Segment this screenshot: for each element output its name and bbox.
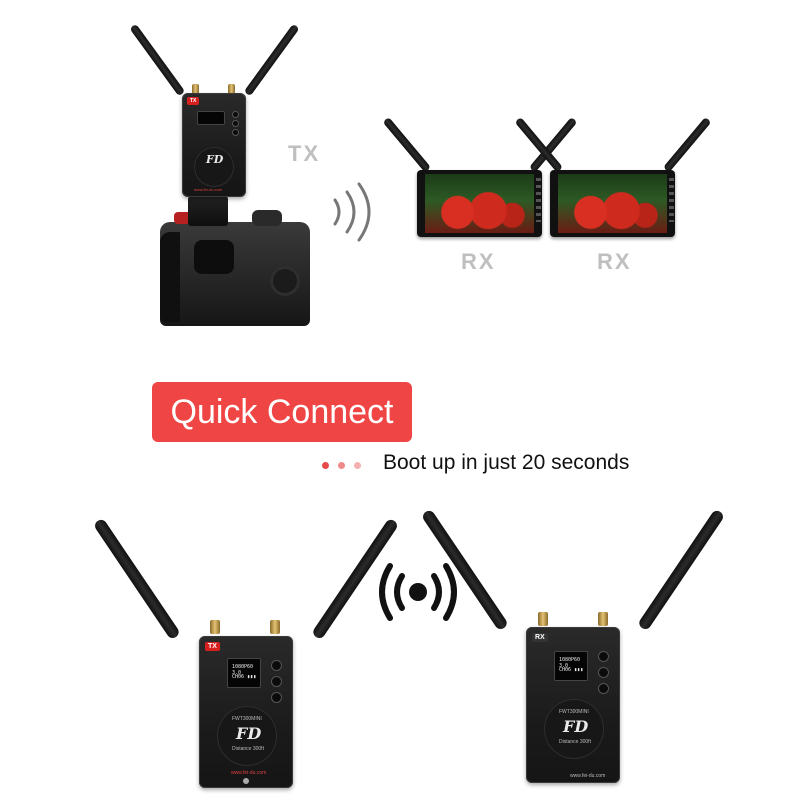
bottom-tx-model: FWT300MINI (232, 716, 262, 722)
broadcast-icon (379, 563, 457, 621)
bottom-rx-model: FWT300MINI (559, 709, 589, 715)
bullet-dot-3 (354, 462, 361, 469)
hotshoe-mount (188, 196, 228, 226)
rx-monitor-left (417, 170, 542, 237)
camera-viewfinder (194, 240, 234, 274)
tx-small-device: TX FD www.fei-du.com (182, 93, 246, 197)
camera-grip (160, 232, 180, 322)
bottom-rx-url: www.fei-du.com (570, 773, 606, 779)
bottom-tx-screw (243, 778, 249, 784)
bottom-tx-button-1[interactable] (271, 660, 282, 671)
monitor-right-buttons (669, 178, 674, 222)
bottom-rx-device: RX 1080P60 3.0 CH06 ▮▮▮ FWT300MINI FD Di… (526, 627, 620, 783)
bullet-dot-2 (338, 462, 345, 469)
tx-small-oled (197, 111, 225, 125)
camera-dial (252, 210, 282, 226)
tx-small-tag: TX (187, 97, 200, 105)
bottom-rx-button-1[interactable] (598, 651, 609, 662)
tx-small-antenna-left (129, 23, 186, 97)
tx-caption: TX (288, 141, 321, 166)
tx-small-connector-left (192, 84, 199, 94)
tx-small-url: www.fei-du.com (194, 187, 223, 192)
quick-connect-title: Quick Connect (170, 392, 394, 431)
bottom-tx-oled: 1080P60 3.0 CH06 ▮▮▮ (227, 658, 261, 688)
bottom-tx-device: TX 1080P60 3.0 CH06 ▮▮▮ FWT300MINI FD Di… (199, 636, 293, 788)
bottom-rx-oled-line1: 1080P60 3.0 (559, 657, 581, 669)
tx-small-button-1[interactable] (232, 111, 239, 118)
bottom-rx-connector-right (598, 612, 608, 626)
bottom-tx-distance: Distance 300ft (232, 746, 264, 752)
bottom-tx-oled-line1: 1080P60 3.0 (232, 664, 254, 676)
bottom-rx-button-2[interactable] (598, 667, 609, 678)
bottom-tx-badge (217, 706, 277, 766)
tx-small-button-2[interactable] (232, 120, 239, 127)
monitor-right-screen (558, 174, 667, 233)
wifi-waves-icon (333, 182, 371, 242)
quick-connect-banner: Quick Connect (152, 382, 412, 442)
tx-small-antenna-right (243, 23, 300, 97)
camera-illustration (160, 210, 310, 326)
rx-monitor-right (550, 170, 675, 237)
bottom-rx-logo: FD (563, 717, 589, 736)
bottom-tx-button-3[interactable] (271, 692, 282, 703)
bottom-tx-url: www.fei-du.com (231, 770, 267, 776)
bottom-tx-antenna-left (92, 517, 181, 641)
monitor-right-antenna-right (662, 116, 712, 173)
tx-small-badge (194, 147, 234, 187)
bottom-tx-connector-left (210, 620, 220, 634)
bottom-rx-oled-line2: CH06 ▮▮▮ (559, 667, 584, 673)
camera-back-buttons (270, 266, 300, 296)
bottom-tx-oled-line2: CH06 ▮▮▮ (232, 674, 257, 680)
bottom-rx-distance: Distance 300ft (559, 739, 591, 745)
bottom-rx-badge (544, 699, 604, 759)
tx-small-logo: FD (206, 153, 224, 166)
bottom-rx-tag: RX (532, 633, 548, 642)
monitor-left-screen (425, 174, 534, 233)
rx-caption-left: RX (461, 249, 496, 274)
monitor-left-antenna-left (382, 116, 432, 173)
bottom-rx-antenna-right (637, 508, 726, 632)
bottom-tx-tag: TX (205, 642, 220, 651)
rx-caption-right: RX (597, 249, 632, 274)
monitor-left-buttons (536, 178, 541, 222)
bottom-tx-button-2[interactable] (271, 676, 282, 687)
bullet-dot-1 (322, 462, 329, 469)
boot-up-text: Boot up in just 20 seconds (383, 451, 630, 474)
bottom-rx-button-3[interactable] (598, 683, 609, 694)
bottom-rx-oled: 1080P60 3.0 CH06 ▮▮▮ (554, 651, 588, 681)
bottom-rx-connector-left (538, 612, 548, 626)
tx-small-connector-right (228, 84, 235, 94)
bottom-tx-connector-right (270, 620, 280, 634)
bottom-tx-logo: FD (236, 724, 262, 743)
tx-small-button-3[interactable] (232, 129, 239, 136)
